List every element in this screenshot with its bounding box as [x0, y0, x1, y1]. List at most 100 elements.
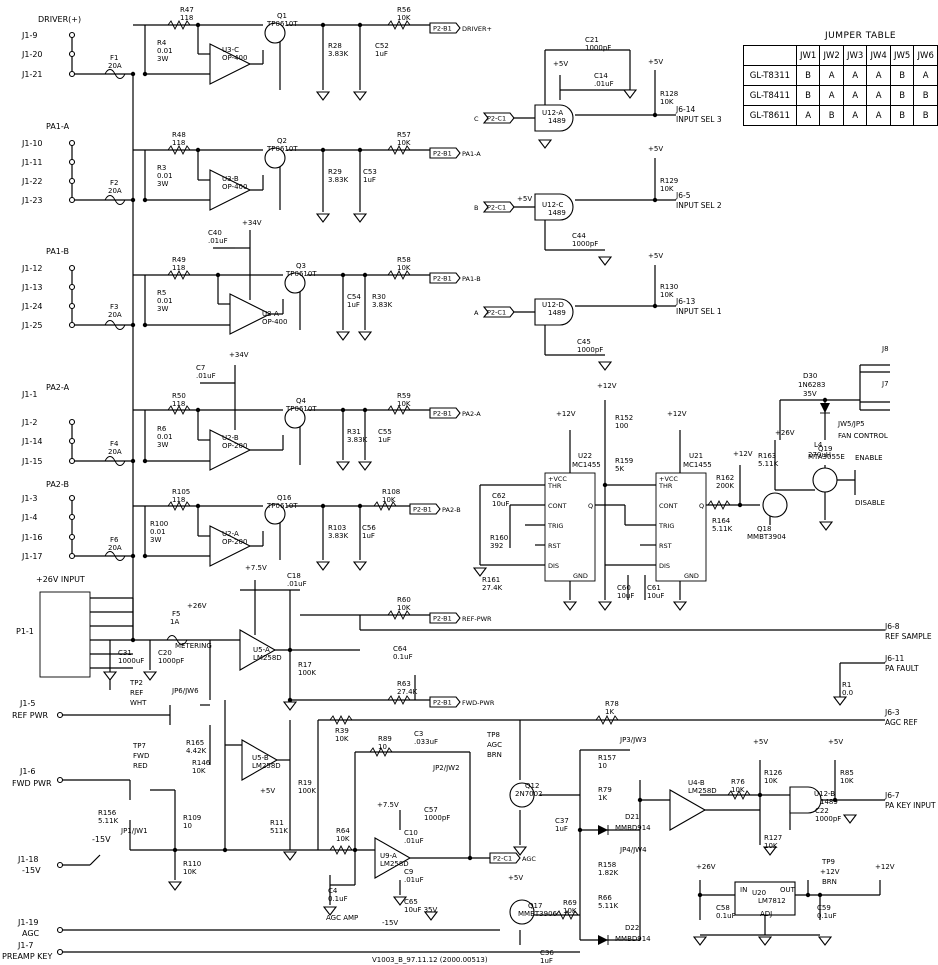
misc-label: ADJ	[760, 910, 772, 918]
resistor-value: 3.83K	[328, 50, 349, 58]
misc-label: +7.5V	[377, 801, 399, 809]
resistor-r58-symbol	[387, 269, 411, 281]
resistor-value: 5K	[615, 465, 624, 473]
net-tag-name: B	[474, 204, 478, 212]
capacitor-value: 1uF	[347, 301, 360, 309]
capacitor-value: .01uF	[196, 372, 216, 380]
section-label: -15V	[92, 835, 111, 844]
jumper-setting: B	[795, 65, 821, 86]
net-tag-id: P2-B1	[433, 150, 452, 158]
resistor-r78-symbol	[595, 714, 619, 726]
net-tag-name: FWD-PWR	[462, 699, 495, 707]
capacitor-ref: C22	[815, 807, 829, 815]
section-label: PA2-A	[46, 383, 70, 392]
resistor-value: 1K	[598, 794, 607, 802]
net-tag-arrow	[429, 272, 461, 284]
jumper-model: GL-T8611	[743, 105, 797, 126]
opamp-ref: U2-B	[222, 434, 239, 442]
timer-ref: U21	[689, 452, 703, 460]
misc-label: +5V	[517, 195, 532, 203]
fuse-value: 20A	[108, 544, 122, 552]
resistor-value: 392	[490, 542, 503, 550]
section-label: DRIVER(+)	[38, 15, 81, 24]
transistor-part: TP0610T	[266, 145, 298, 153]
resistor-r76-symbol	[727, 789, 751, 801]
resistor-value: 5.11K	[98, 817, 119, 825]
misc-label: BRN	[822, 878, 837, 886]
misc-label: +5V	[753, 738, 768, 746]
section-label: J1-6	[19, 767, 35, 776]
resistor-rating: 3W	[157, 305, 168, 313]
fuse-value: 20A	[108, 187, 122, 195]
transistor-ref: Q3	[296, 262, 306, 270]
section-label: J1-19	[17, 918, 39, 927]
resistor-ref: R66	[598, 894, 612, 902]
net-tag-id: P2-C1	[493, 855, 512, 863]
resistor-ref: R164	[712, 517, 731, 525]
misc-label: J8	[881, 345, 889, 353]
jumper-setting: A	[866, 65, 891, 86]
gate-u12d-symbol	[534, 298, 574, 326]
section-label: PA1-B	[46, 247, 69, 256]
mosfet-q16-symbol	[264, 503, 286, 525]
fuse-value: 1A	[170, 618, 179, 626]
jumper-setting: B	[913, 85, 938, 106]
misc-label: +5V	[648, 252, 663, 260]
resistor-value: 10K	[397, 14, 411, 22]
capacitor-ref: C58	[716, 904, 730, 912]
gate-u12b-symbol	[789, 786, 822, 814]
mosfet-q2-symbol	[264, 147, 286, 169]
jumper-table-title: JUMPER TABLE	[824, 31, 897, 41]
resistor-r39-symbol	[329, 714, 353, 726]
resistor-value: 10K	[397, 400, 411, 408]
transistor-ref: Q12	[525, 782, 539, 790]
resistor-value: 10K	[336, 835, 350, 843]
resistor-value: 3.83K	[372, 301, 393, 309]
resistor-value: 10K	[764, 842, 778, 850]
resistor-value: 27.4K	[482, 584, 503, 592]
capacitor-value: 0.1uF	[328, 895, 348, 903]
capacitor-ref: C65	[404, 898, 418, 906]
resistor-r69-symbol	[555, 909, 579, 921]
misc-label: RED	[133, 762, 148, 770]
resistor-ref: R162	[716, 474, 734, 482]
capacitor-ref: C31	[118, 649, 132, 657]
resistor-ref: R48	[172, 131, 186, 139]
opamp-part: LM258D	[688, 787, 717, 795]
jumper-setting: B	[889, 65, 915, 86]
resistor-ref: R30	[372, 293, 386, 301]
net-tag-name: C	[474, 115, 479, 123]
misc-label: +5V	[260, 787, 275, 795]
opamp-u9a-symbol	[374, 837, 412, 879]
resistor-ref: R109	[183, 814, 201, 822]
capacitor-labels: C521uFC531uFC40.01uFC541uFC7.01uFC551uFC…	[118, 36, 841, 965]
logic-ic-ref: U12-D	[542, 301, 564, 309]
resistor-ref: R47	[180, 6, 194, 14]
output-pin: J6-11	[884, 654, 904, 663]
resistor-value: 10	[183, 822, 192, 830]
resistor-ref: R126	[764, 769, 783, 777]
jumper-model: GL-T8411	[743, 85, 797, 106]
resistor-ref: R127	[764, 834, 782, 842]
capacitor-value: 1000pF	[158, 657, 184, 665]
opamp-ref: U3-C	[222, 46, 239, 54]
resistor-r108-symbol	[373, 500, 397, 512]
resistor-value: 0.01	[157, 297, 173, 305]
net-tag-id: P2-B1	[433, 410, 452, 418]
fuse-f2-symbol	[104, 195, 126, 205]
net-tag-name: DRIVER+	[462, 25, 492, 33]
capacitor-value: .01uF	[404, 876, 424, 884]
misc-label: JP4/JW4	[619, 846, 647, 854]
resistor-ref: R163	[758, 452, 776, 460]
resistor-ref: R159	[615, 457, 633, 465]
opamp-u3c-symbol	[209, 43, 252, 85]
transistor-part: MMBT3904	[747, 533, 787, 541]
jumper-setting: B	[819, 105, 844, 126]
net-tag-arrow	[482, 306, 515, 318]
fuse-f6-symbol	[104, 551, 126, 561]
resistor-ref: R108	[382, 488, 400, 496]
resistor-value: 118	[172, 139, 185, 147]
resistor-r49-symbol	[167, 269, 191, 281]
